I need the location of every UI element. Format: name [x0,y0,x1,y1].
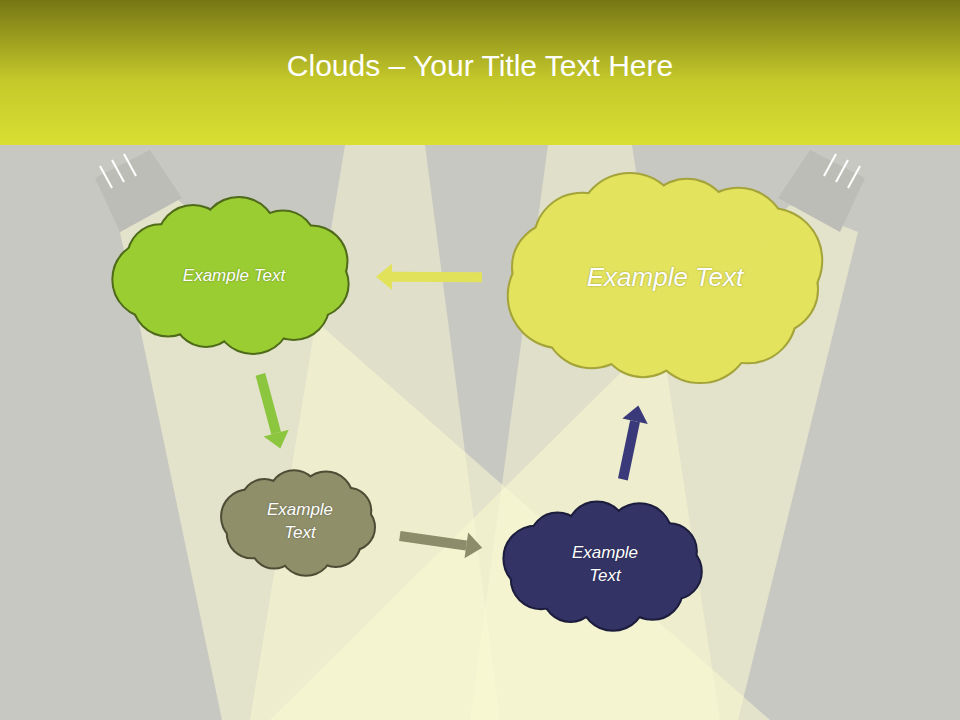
slide-title: Clouds – Your Title Text Here [287,48,673,84]
lamp-rays [100,154,860,188]
arrow-shaft [260,374,276,433]
cloud-fill [504,503,700,630]
block-arrow [400,533,482,559]
cloud-label: Example Text [587,260,744,295]
block-arrow [376,264,482,290]
arrow-head [622,406,647,424]
cloud-text-block: Example Text [561,542,649,588]
block-arrow [260,374,288,448]
cloud-fill [222,471,374,575]
arrow-head [264,430,289,449]
cloud-shape: Example Text [500,168,830,388]
arrow-shaft [400,536,467,545]
arrow-shaft [392,272,482,282]
cloud-text-block: Example Text [144,265,324,288]
cloud-label: Example Text [183,265,285,288]
cloud-shape: Example Text [110,195,358,357]
cloud-shape: Example Text [500,497,710,633]
cloud-label: Example Text [561,542,649,588]
cloud-border [113,198,347,353]
cloud-outline [500,497,710,633]
cloud-border [509,174,822,382]
cloud-text-block: Example Text [535,260,795,295]
block-arrow [622,406,647,480]
cloud-outline [218,466,382,578]
title-area: Clouds – Your Title Text Here [0,48,960,84]
arrow-head [376,264,392,290]
cloud-border [504,503,700,630]
arrow-shaft [623,421,635,479]
cloud-label: Example Text [256,499,344,545]
cloud-fill [509,174,822,382]
spotlight-beam [250,145,500,720]
arrow-head [465,533,483,559]
cloud-text-block: Example Text [256,499,344,545]
cloud-shape: Example Text [218,466,382,578]
cloud-fill [113,198,347,353]
title-band [0,0,960,145]
cloud-border [222,471,374,575]
